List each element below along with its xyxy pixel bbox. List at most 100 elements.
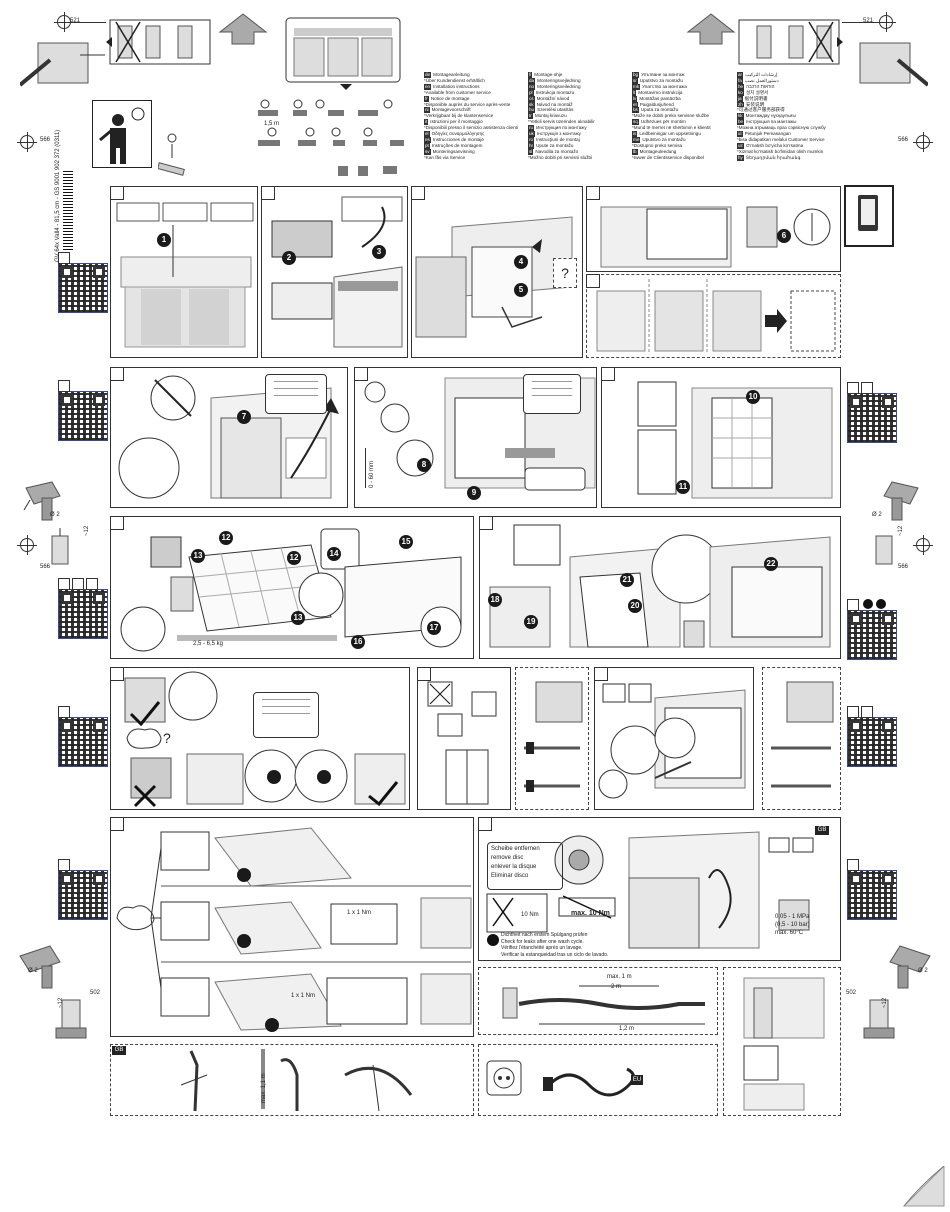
step-marker-15: 15	[399, 535, 413, 549]
language-entry: *Disponibili presso il servizio assisten…	[424, 125, 524, 131]
language-code: ja	[737, 95, 743, 102]
step-marker-13: 13	[191, 549, 205, 563]
drill-depth: ~12	[84, 525, 90, 536]
step-marker-4: 4	[514, 255, 528, 269]
step-marker-e	[265, 1018, 279, 1032]
smartphone-icon	[844, 185, 894, 247]
language-text: Udhëzues për montim	[640, 119, 686, 125]
step-panel-4: 6	[586, 186, 841, 272]
pressure-label: 0,05 - 1 MPa	[775, 914, 810, 920]
language-entry: *Može se dobiti preko servisne službe	[632, 113, 732, 119]
language-code: ro	[528, 136, 535, 143]
torque-label: max. 10 Nm	[571, 910, 610, 917]
step-marker-18: 18	[488, 593, 502, 607]
step-marker-a	[267, 770, 281, 784]
drill-diameter: Ø 2	[50, 512, 60, 518]
language-text: 설치 설명서	[745, 89, 769, 95]
language-entry: *Über Kundendienst erhältlich	[424, 78, 524, 84]
language-code: pt	[424, 142, 430, 149]
language-code: ru	[528, 125, 535, 132]
language-text: O'rnatish bo'yicha ko'rsatma	[745, 142, 804, 148]
language-code: uk	[528, 131, 535, 137]
language-text: *Verkrijgbaar bij de klantenservice	[424, 113, 494, 119]
language-text: *Disponibili presso il servizio assisten…	[424, 125, 518, 131]
language-text: Montageuleedung	[639, 148, 677, 154]
dim-drill-left: 566	[40, 564, 51, 570]
language-code: sv	[424, 148, 431, 155]
weight-label: 2,5 - 6,5 kg	[193, 641, 224, 647]
barcode	[63, 170, 73, 250]
language-text: *Available from customer service	[424, 89, 491, 95]
step-marker-c	[237, 868, 251, 882]
language-code: ar	[737, 72, 744, 78]
step-ref-box	[72, 578, 84, 590]
drill-icon	[863, 945, 931, 1039]
drill-depth: ~12	[882, 997, 888, 1008]
step-panel-20	[723, 967, 841, 1116]
language-text: Instruções de montagem	[431, 142, 483, 148]
step-number-box	[586, 274, 600, 288]
step-panel-5	[586, 274, 841, 358]
language-code: es	[424, 136, 431, 143]
step-marker-5: 5	[514, 283, 528, 297]
step-marker-3: 3	[372, 245, 386, 259]
parts-kit-illustration	[158, 99, 404, 176]
language-code: fi	[528, 72, 533, 78]
language-text: Instrucţiuni de montaj	[536, 136, 580, 142]
document-code: GV 64x Vall4 - 81,5 cm - GS 9001 902 372…	[55, 129, 61, 262]
language-code: en	[424, 83, 432, 90]
language-code: de	[424, 72, 432, 78]
note-box	[253, 692, 319, 738]
qr-code	[58, 589, 108, 639]
step-ref-box	[86, 578, 98, 590]
screw-detail-illustration	[771, 681, 834, 788]
step-panel-16: 1 x 1 Nm 1 x 1 Nm	[110, 817, 474, 1037]
language-text: Montageanleitung	[433, 72, 470, 77]
dim-mid-right: 566	[898, 137, 909, 143]
dot-marker	[863, 599, 873, 609]
step-ref-box	[58, 578, 70, 590]
language-code: hy	[737, 154, 744, 161]
step-marker-8: 8	[417, 458, 431, 472]
step-marker-9: 9	[467, 486, 481, 500]
step-marker-b	[317, 770, 331, 784]
question-mark: ?	[163, 730, 171, 746]
language-text: Montage-ohje	[534, 72, 563, 77]
language-text: Szerelési utasítás	[537, 107, 574, 113]
up-arrow-icon	[686, 13, 736, 45]
step-ref-box	[847, 706, 859, 718]
language-entry: *Xizmat ko'rsatish bo'limidan olish mumk…	[737, 149, 837, 155]
qr-code	[847, 870, 897, 920]
step-panel-1: 1	[110, 186, 258, 358]
step-marker-12b: 12	[287, 551, 301, 565]
step-marker-20: 20	[628, 599, 642, 613]
screw-detail-illustration	[524, 681, 583, 792]
alignment-illustration	[600, 206, 831, 268]
hose-len2-label: 2 m	[611, 984, 622, 990]
language-entry: *可通过客户服务部获得	[737, 107, 837, 113]
step-number-box	[601, 367, 615, 381]
language-code: hu	[528, 107, 536, 114]
language-text: Montagevoorschrift	[431, 107, 471, 113]
step-ref-box	[58, 252, 70, 264]
language-code: be	[737, 119, 745, 126]
language-text: دستورالعمل نصب	[744, 77, 779, 83]
